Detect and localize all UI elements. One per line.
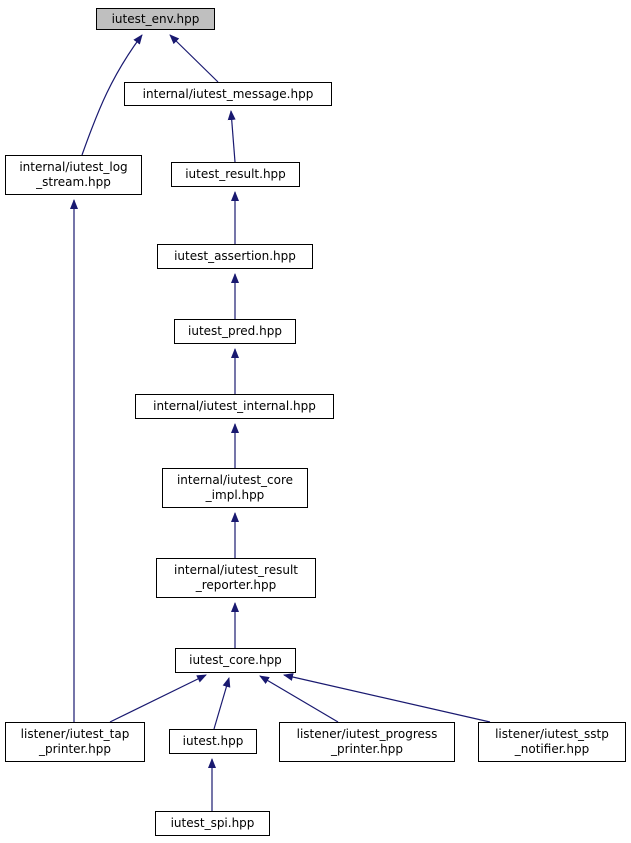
node-iutest-assertion-hpp[interactable]: iutest_assertion.hpp <box>157 244 313 269</box>
node-label-line-1: listener/iutest_tap <box>20 727 130 741</box>
node-iutest-result-hpp[interactable]: iutest_result.hpp <box>171 162 300 187</box>
node-label-line-1: internal/iutest_result <box>173 563 299 577</box>
edge-message-to-env <box>169 34 219 83</box>
node-label: iutest_spi.hpp <box>170 816 255 830</box>
node-label: iutest_env.hpp <box>111 11 200 26</box>
edge-progress-printer-to-core <box>259 675 339 723</box>
node-internal-iutest-log-stream-hpp[interactable]: internal/iutest_log _stream.hpp <box>5 155 142 195</box>
node-internal-iutest-core-impl-hpp[interactable]: internal/iutest_core _impl.hpp <box>162 468 308 508</box>
node-label: iutest_pred.hpp <box>188 324 282 338</box>
node-label-line-2: _stream.hpp <box>36 175 111 189</box>
edge-iutest-to-core <box>213 677 231 730</box>
node-internal-iutest-result-reporter-hpp[interactable]: internal/iutest_result _reporter.hpp <box>156 558 316 598</box>
node-label-line-2: _notifier.hpp <box>514 742 590 756</box>
node-label: internal/iutest_message.hpp <box>142 86 314 101</box>
edge-log-stream-to-env <box>81 34 143 156</box>
node-label: iutest_result.hpp <box>185 167 286 181</box>
node-iutest-pred-hpp[interactable]: iutest_pred.hpp <box>174 319 296 344</box>
node-label-line-2: _printer.hpp <box>38 742 112 756</box>
node-internal-iutest-internal-hpp[interactable]: internal/iutest_internal.hpp <box>135 394 334 419</box>
node-iutest-spi-hpp[interactable]: iutest_spi.hpp <box>155 811 270 836</box>
node-label: iutest_core.hpp <box>189 653 282 667</box>
node-label: internal/iutest_internal.hpp <box>153 399 316 413</box>
edge-tap-printer-to-core <box>109 674 207 723</box>
node-label: iutest_assertion.hpp <box>174 249 296 263</box>
node-label-line-1: listener/iutest_progress <box>296 727 438 741</box>
node-label-line-1: internal/iutest_core <box>176 473 294 487</box>
edge-result-to-message <box>227 110 236 163</box>
node-iutest-env-hpp: iutest_env.hpp <box>96 8 215 30</box>
edge-sstp-notifier-to-core <box>283 673 491 723</box>
node-label-line-1: internal/iutest_log <box>19 160 128 174</box>
node-label: iutest.hpp <box>182 734 244 748</box>
node-iutest-core-hpp[interactable]: iutest_core.hpp <box>175 648 296 673</box>
node-iutest-hpp[interactable]: iutest.hpp <box>169 729 257 754</box>
node-listener-iutest-sstp-notifier-hpp[interactable]: listener/iutest_sstp _notifier.hpp <box>478 722 626 762</box>
node-listener-iutest-tap-printer-hpp[interactable]: listener/iutest_tap _printer.hpp <box>5 722 145 762</box>
node-listener-iutest-progress-printer-hpp[interactable]: listener/iutest_progress _printer.hpp <box>279 722 455 762</box>
node-label-line-2: _impl.hpp <box>205 488 265 502</box>
node-label-line-2: _printer.hpp <box>330 742 404 756</box>
node-internal-iutest-message-hpp[interactable]: internal/iutest_message.hpp <box>124 82 332 106</box>
node-label-line-2: _reporter.hpp <box>195 578 277 592</box>
node-label-line-1: listener/iutest_sstp <box>495 727 609 741</box>
